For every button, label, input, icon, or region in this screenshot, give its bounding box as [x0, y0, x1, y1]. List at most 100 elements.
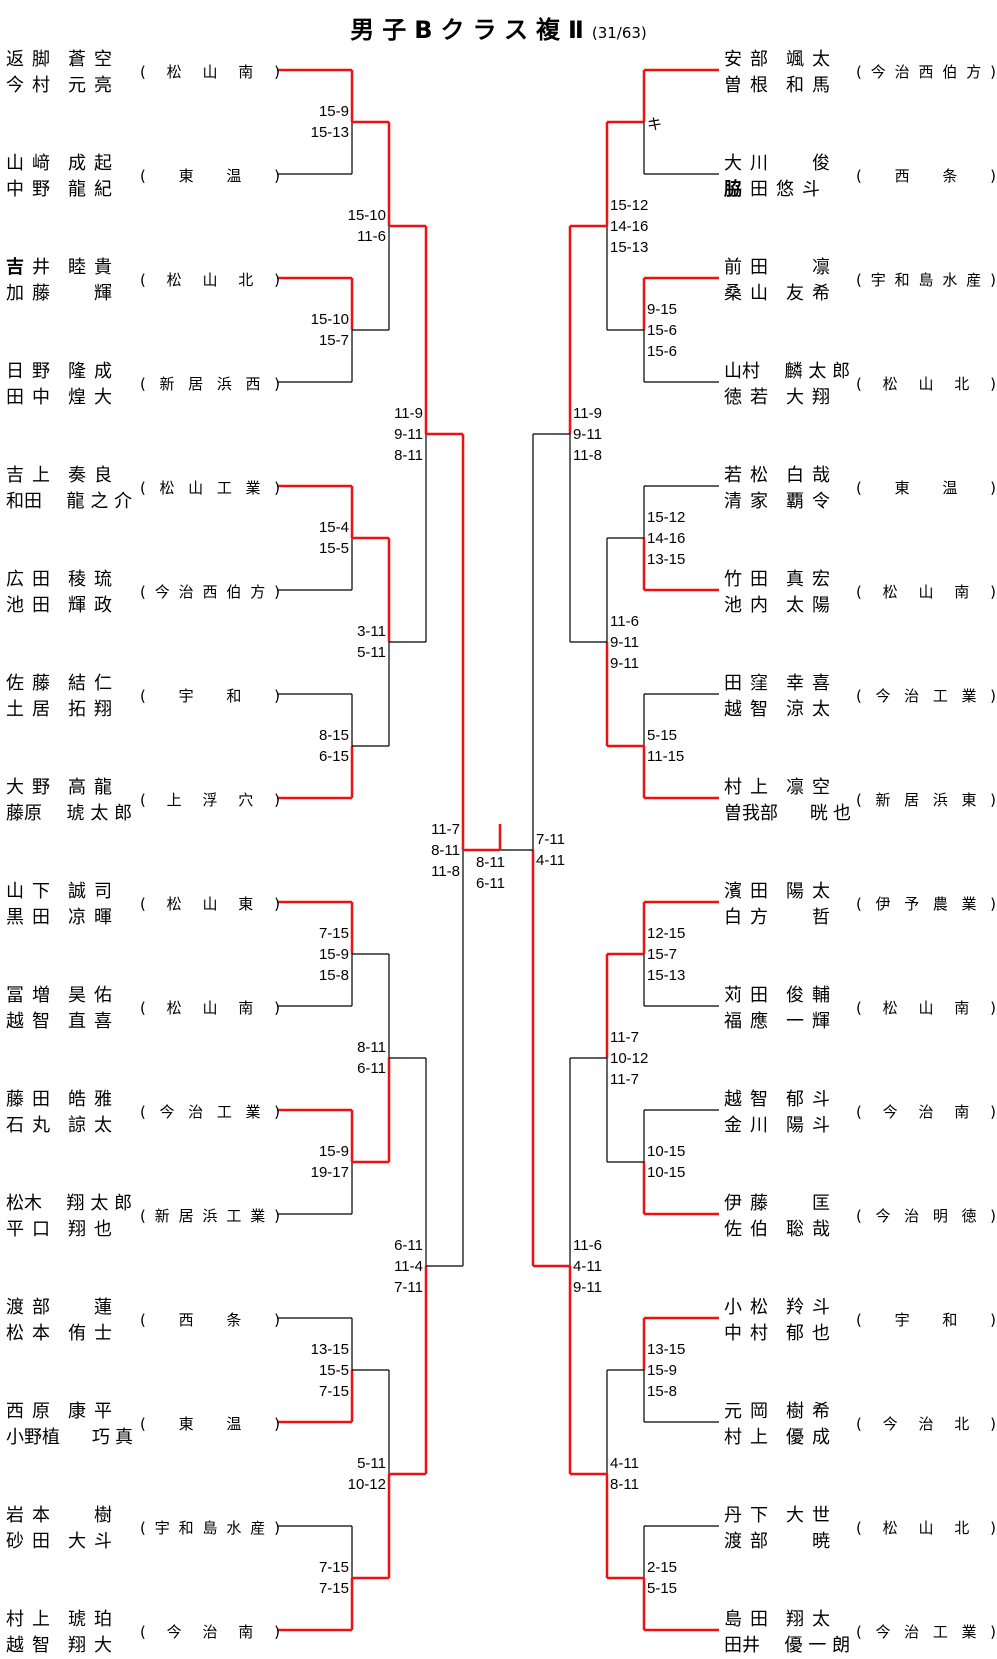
game-score: 6-11 — [394, 1236, 423, 1254]
name-char: 中 — [6, 179, 24, 200]
paren: ( — [140, 1623, 146, 1641]
game-score: 15-13 — [647, 966, 686, 984]
game-score: 15-8 — [647, 1382, 678, 1400]
name-char: 中 — [32, 387, 50, 408]
game-score: 15-4 — [318, 519, 349, 536]
school-name: (宇和) — [856, 1307, 996, 1333]
paren: ) — [990, 1415, 996, 1433]
player-name-2: 越智直喜 — [6, 1009, 138, 1035]
player-name-1: 佐藤結仁 — [6, 671, 138, 697]
name-char: 佑 — [94, 985, 112, 1006]
name-char — [776, 775, 786, 801]
school-name: (松山南) — [140, 995, 280, 1021]
paren: ( — [140, 63, 146, 81]
player-name-1: 岩本樹 — [6, 1503, 138, 1529]
player-name-1: 濱田陽太 — [724, 879, 856, 905]
name-char: 郁 — [786, 1089, 804, 1110]
school-char: 松 — [166, 895, 182, 913]
name-char: 斗 — [802, 179, 820, 200]
game-score: 15-9 — [647, 1361, 678, 1379]
school-char: 山 — [918, 583, 934, 601]
game-score: 11-7 — [610, 1028, 639, 1046]
game-score: 13-15 — [647, 1340, 686, 1358]
paren: ( — [856, 479, 862, 497]
name-char — [58, 983, 68, 1009]
name-char: 哉 — [812, 1219, 830, 1240]
name-char: 若 — [750, 387, 768, 408]
name-char: 内 — [750, 595, 768, 616]
name-char — [58, 47, 68, 73]
paren: ) — [990, 999, 996, 1017]
name-char — [43, 1191, 67, 1217]
name-char: 脚 — [32, 49, 50, 70]
name-char — [776, 1191, 786, 1217]
paren: ( — [856, 271, 862, 289]
school-char: 北 — [954, 1519, 970, 1537]
name-char: 陽 — [812, 595, 830, 616]
name-char: 山 — [6, 153, 24, 174]
school-char: 松 — [159, 479, 175, 497]
game-score: 15-10 — [310, 311, 349, 328]
name-char: 良 — [94, 465, 112, 486]
name-char: 侑 — [68, 1323, 86, 1344]
school-char: 西 — [918, 63, 934, 81]
game-score: 5-15 — [647, 727, 678, 744]
name-char: 智 — [750, 1089, 768, 1110]
name-char: 大 — [724, 153, 742, 174]
name-char: 返 — [6, 49, 24, 70]
name-char: 居 — [32, 699, 50, 720]
name-char: 翔 — [812, 387, 830, 408]
name-char: 介 — [114, 491, 133, 512]
name-char: 之 — [90, 491, 109, 512]
paren: ) — [990, 167, 996, 185]
name-char: 晄 — [809, 803, 828, 824]
name-char: 優 — [784, 1635, 803, 1656]
name-char: 空 — [94, 49, 112, 70]
school-char: 山 — [918, 375, 934, 393]
paren: ) — [990, 1311, 996, 1329]
name-char: 松 — [6, 1323, 24, 1344]
player-name-1: 越智郁斗 — [724, 1087, 856, 1113]
name-char — [786, 905, 812, 931]
name-char: 幸 — [786, 673, 804, 694]
player-name-2: 清家覇令 — [724, 489, 856, 515]
school-name: (今治西伯方) — [856, 59, 996, 85]
name-char — [776, 1113, 786, 1139]
player-name-1: 小松羚斗 — [724, 1295, 856, 1321]
school-char: 温 — [226, 1415, 242, 1433]
name-char: 也 — [812, 1323, 830, 1344]
game-score: 7-11 — [394, 1278, 423, 1296]
paren: ( — [856, 63, 862, 81]
name-char: 俊 — [812, 153, 830, 174]
paren: ) — [274, 1207, 280, 1225]
game-score: 15-12 — [610, 196, 649, 214]
name-char — [776, 1529, 786, 1555]
name-char — [786, 1191, 812, 1217]
name-char — [776, 255, 786, 281]
paren: ( — [140, 687, 146, 705]
name-char — [43, 489, 67, 515]
name-char: 松木 — [6, 1193, 42, 1214]
name-char: 太 — [812, 49, 830, 70]
name-char — [776, 567, 786, 593]
school-char: 松 — [166, 63, 182, 81]
school-char: 治 — [918, 1103, 934, 1121]
name-char: 樹 — [94, 1505, 112, 1526]
school-char: 居 — [188, 375, 204, 393]
name-char — [776, 1399, 786, 1425]
school-char: 東 — [178, 167, 194, 185]
player-name-2: 小野植巧真 — [6, 1425, 138, 1451]
player-name-2: 砂田大斗 — [6, 1529, 138, 1555]
school-char: 島 — [918, 271, 934, 289]
player-name-2: 黒田凉暉 — [6, 905, 138, 931]
name-char: 上 — [750, 777, 768, 798]
name-char — [58, 1113, 68, 1139]
name-char: 翔 — [94, 699, 112, 720]
school-char: 浮 — [202, 791, 218, 809]
name-char — [761, 359, 785, 385]
